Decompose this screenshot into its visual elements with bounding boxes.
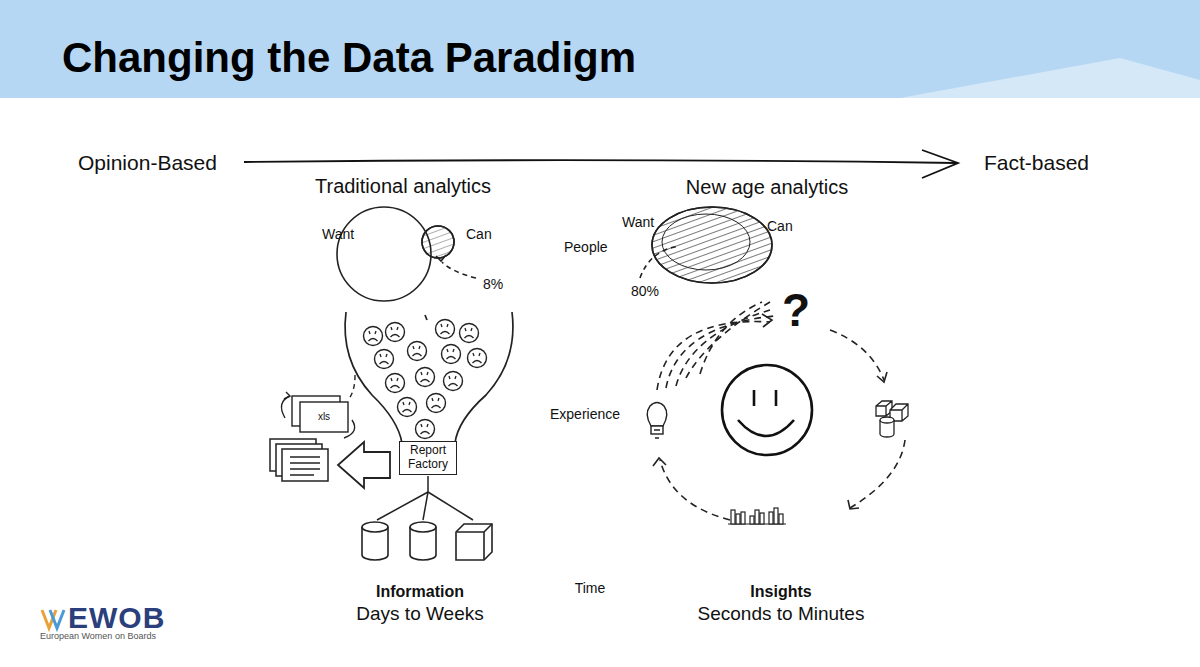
section-heading: New age analytics [686,176,848,199]
sad-faces [364,320,487,439]
venn-label: People [564,239,608,255]
outcome-time: Seconds to Minutes [698,603,865,625]
venn-new-age [640,207,772,283]
axis-label: Time [575,580,606,596]
file-label: xls [318,411,330,423]
bulb-icon [647,403,667,439]
venn-traditional [337,207,476,301]
header-band [0,0,1200,98]
cycle-heads [653,314,887,509]
spreadsheet-icon [281,375,355,438]
source-wires [377,476,473,520]
bar-chart-icon [728,508,786,524]
scale-end: Opinion-Based [78,151,217,175]
box-text: Report Factory [403,444,453,472]
data-sources [362,522,492,560]
venn-label: Can [767,218,793,234]
outcome-time: Days to Weeks [356,603,483,625]
outcome-heading: Information [376,583,464,601]
report-factory-box: Report Factory [399,441,457,475]
outcome-heading: Insights [750,583,811,601]
cycle-label: Experience [550,406,620,422]
scale-arrow [244,150,958,178]
output-arrow [338,442,390,488]
smiley [722,365,812,455]
percent-label: 80% [631,283,659,299]
venn-label: Want [322,226,354,242]
funnel [345,312,513,443]
percent-label: 8% [483,276,503,292]
venn-label: Want [622,214,654,230]
logo-mark [42,610,64,628]
cycle-arrows [657,302,905,520]
scale-end: Fact-based [984,151,1089,175]
title: Changing the Data Paradigm [62,34,636,82]
question-mark: ? [782,284,810,337]
logo-subtitle: European Women on Boards [40,631,156,641]
section-heading: Traditional analytics [315,175,491,198]
logo-text: EWOB [68,601,165,636]
report-stack-icon [270,439,328,481]
cubes-icon [876,401,908,437]
venn-label: Can [466,226,492,242]
